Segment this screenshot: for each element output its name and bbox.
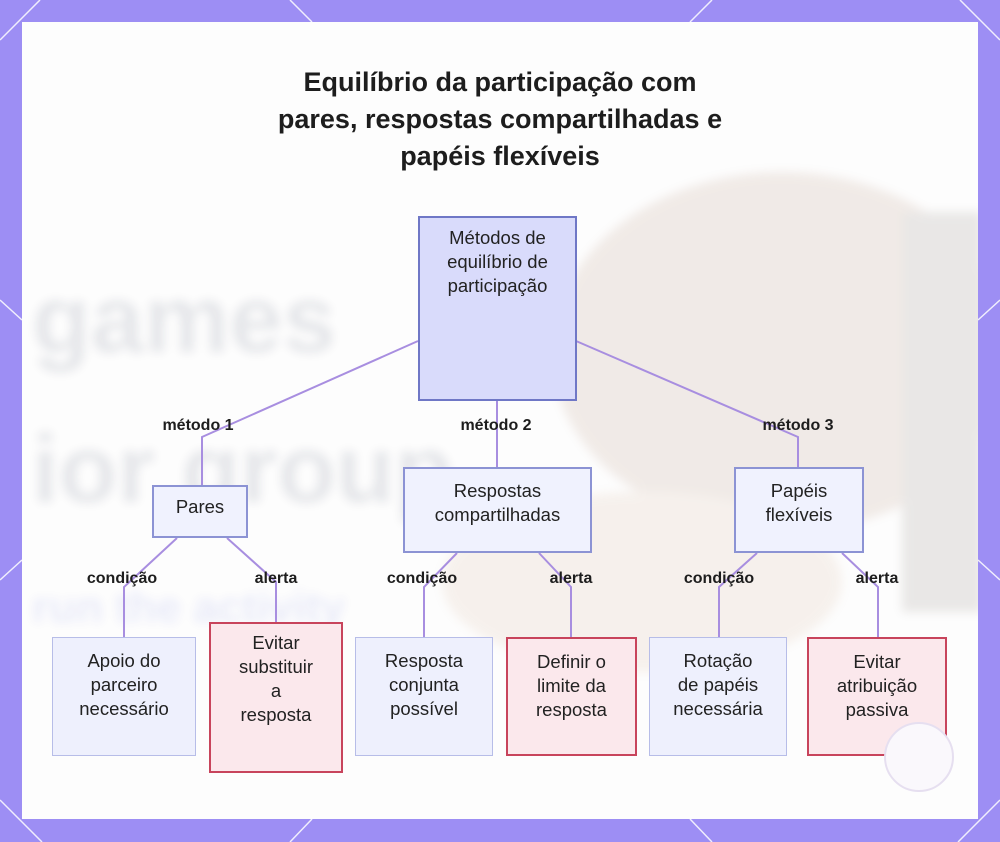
condition-node-papeis-label: Rotação de papéis necessária xyxy=(673,650,763,719)
edge-label-respostas-condition: condição xyxy=(386,570,458,587)
edge-label-method-1: método 1 xyxy=(162,417,234,434)
method-node-papeis-label: Papéis flexíveis xyxy=(765,480,833,525)
edge-label-respostas-alert: alerta xyxy=(549,570,593,587)
method-node-respostas: Respostas compartilhadas xyxy=(403,467,592,553)
condition-node-pares: Apoio do parceiro necessário xyxy=(52,637,196,756)
alert-node-respostas-label: Definir o limite da resposta xyxy=(536,651,607,720)
alert-node-respostas: Definir o limite da resposta xyxy=(506,637,637,756)
diagram-canvas: games ior group run the activity Equilíb… xyxy=(22,22,978,819)
edge-label-pares-alert: alerta xyxy=(254,570,298,587)
root-node: Métodos de equilíbrio de participação xyxy=(418,216,577,401)
edge-pares-condition xyxy=(123,537,178,637)
watermark-seal xyxy=(884,722,954,792)
method-node-pares-label: Pares xyxy=(175,496,225,517)
condition-node-pares-label: Apoio do parceiro necessário xyxy=(79,650,169,719)
alert-node-pares: Evitar substituir a resposta xyxy=(209,622,343,773)
condition-node-respostas: Resposta conjunta possível xyxy=(355,637,493,756)
method-node-pares: Pares xyxy=(152,485,248,538)
edge-respostas-alert xyxy=(538,552,572,637)
condition-node-respostas-label: Resposta conjunta possível xyxy=(384,650,464,719)
edge-label-papeis-condition: condição xyxy=(683,570,755,587)
alert-node-pares-label: Evitar substituir a resposta xyxy=(238,632,314,725)
title-line-1: Equilíbrio da participação com xyxy=(303,67,697,97)
connector-lines xyxy=(123,340,879,637)
background-text-line1: games xyxy=(32,266,336,373)
diagram-title: Equilíbrio da participação com pares, re… xyxy=(222,64,778,175)
edge-label-pares-condition: condição xyxy=(86,570,158,587)
root-node-label: Métodos de equilíbrio de participação xyxy=(447,227,548,296)
edge-pares-alert xyxy=(226,537,277,622)
edge-respostas-condition xyxy=(423,552,458,637)
method-node-respostas-label: Respostas compartilhadas xyxy=(434,480,561,525)
edge-label-method-3: método 3 xyxy=(762,417,834,434)
edge-papeis-condition xyxy=(718,552,758,637)
alert-node-papeis-label: Evitar atribuição passiva xyxy=(836,651,918,720)
edge-papeis-alert xyxy=(841,552,879,637)
edge-method-1 xyxy=(201,340,419,485)
title-line-3: papéis flexíveis xyxy=(400,141,600,171)
edge-method-3 xyxy=(575,340,799,467)
method-node-papeis: Papéis flexíveis xyxy=(734,467,864,553)
edge-label-papeis-alert: alerta xyxy=(855,570,899,587)
edge-label-method-2: método 2 xyxy=(460,417,532,434)
title-line-2: pares, respostas compartilhadas e xyxy=(277,104,723,134)
condition-node-papeis: Rotação de papéis necessária xyxy=(649,637,787,756)
background-photo: games ior group run the activity xyxy=(32,172,978,672)
